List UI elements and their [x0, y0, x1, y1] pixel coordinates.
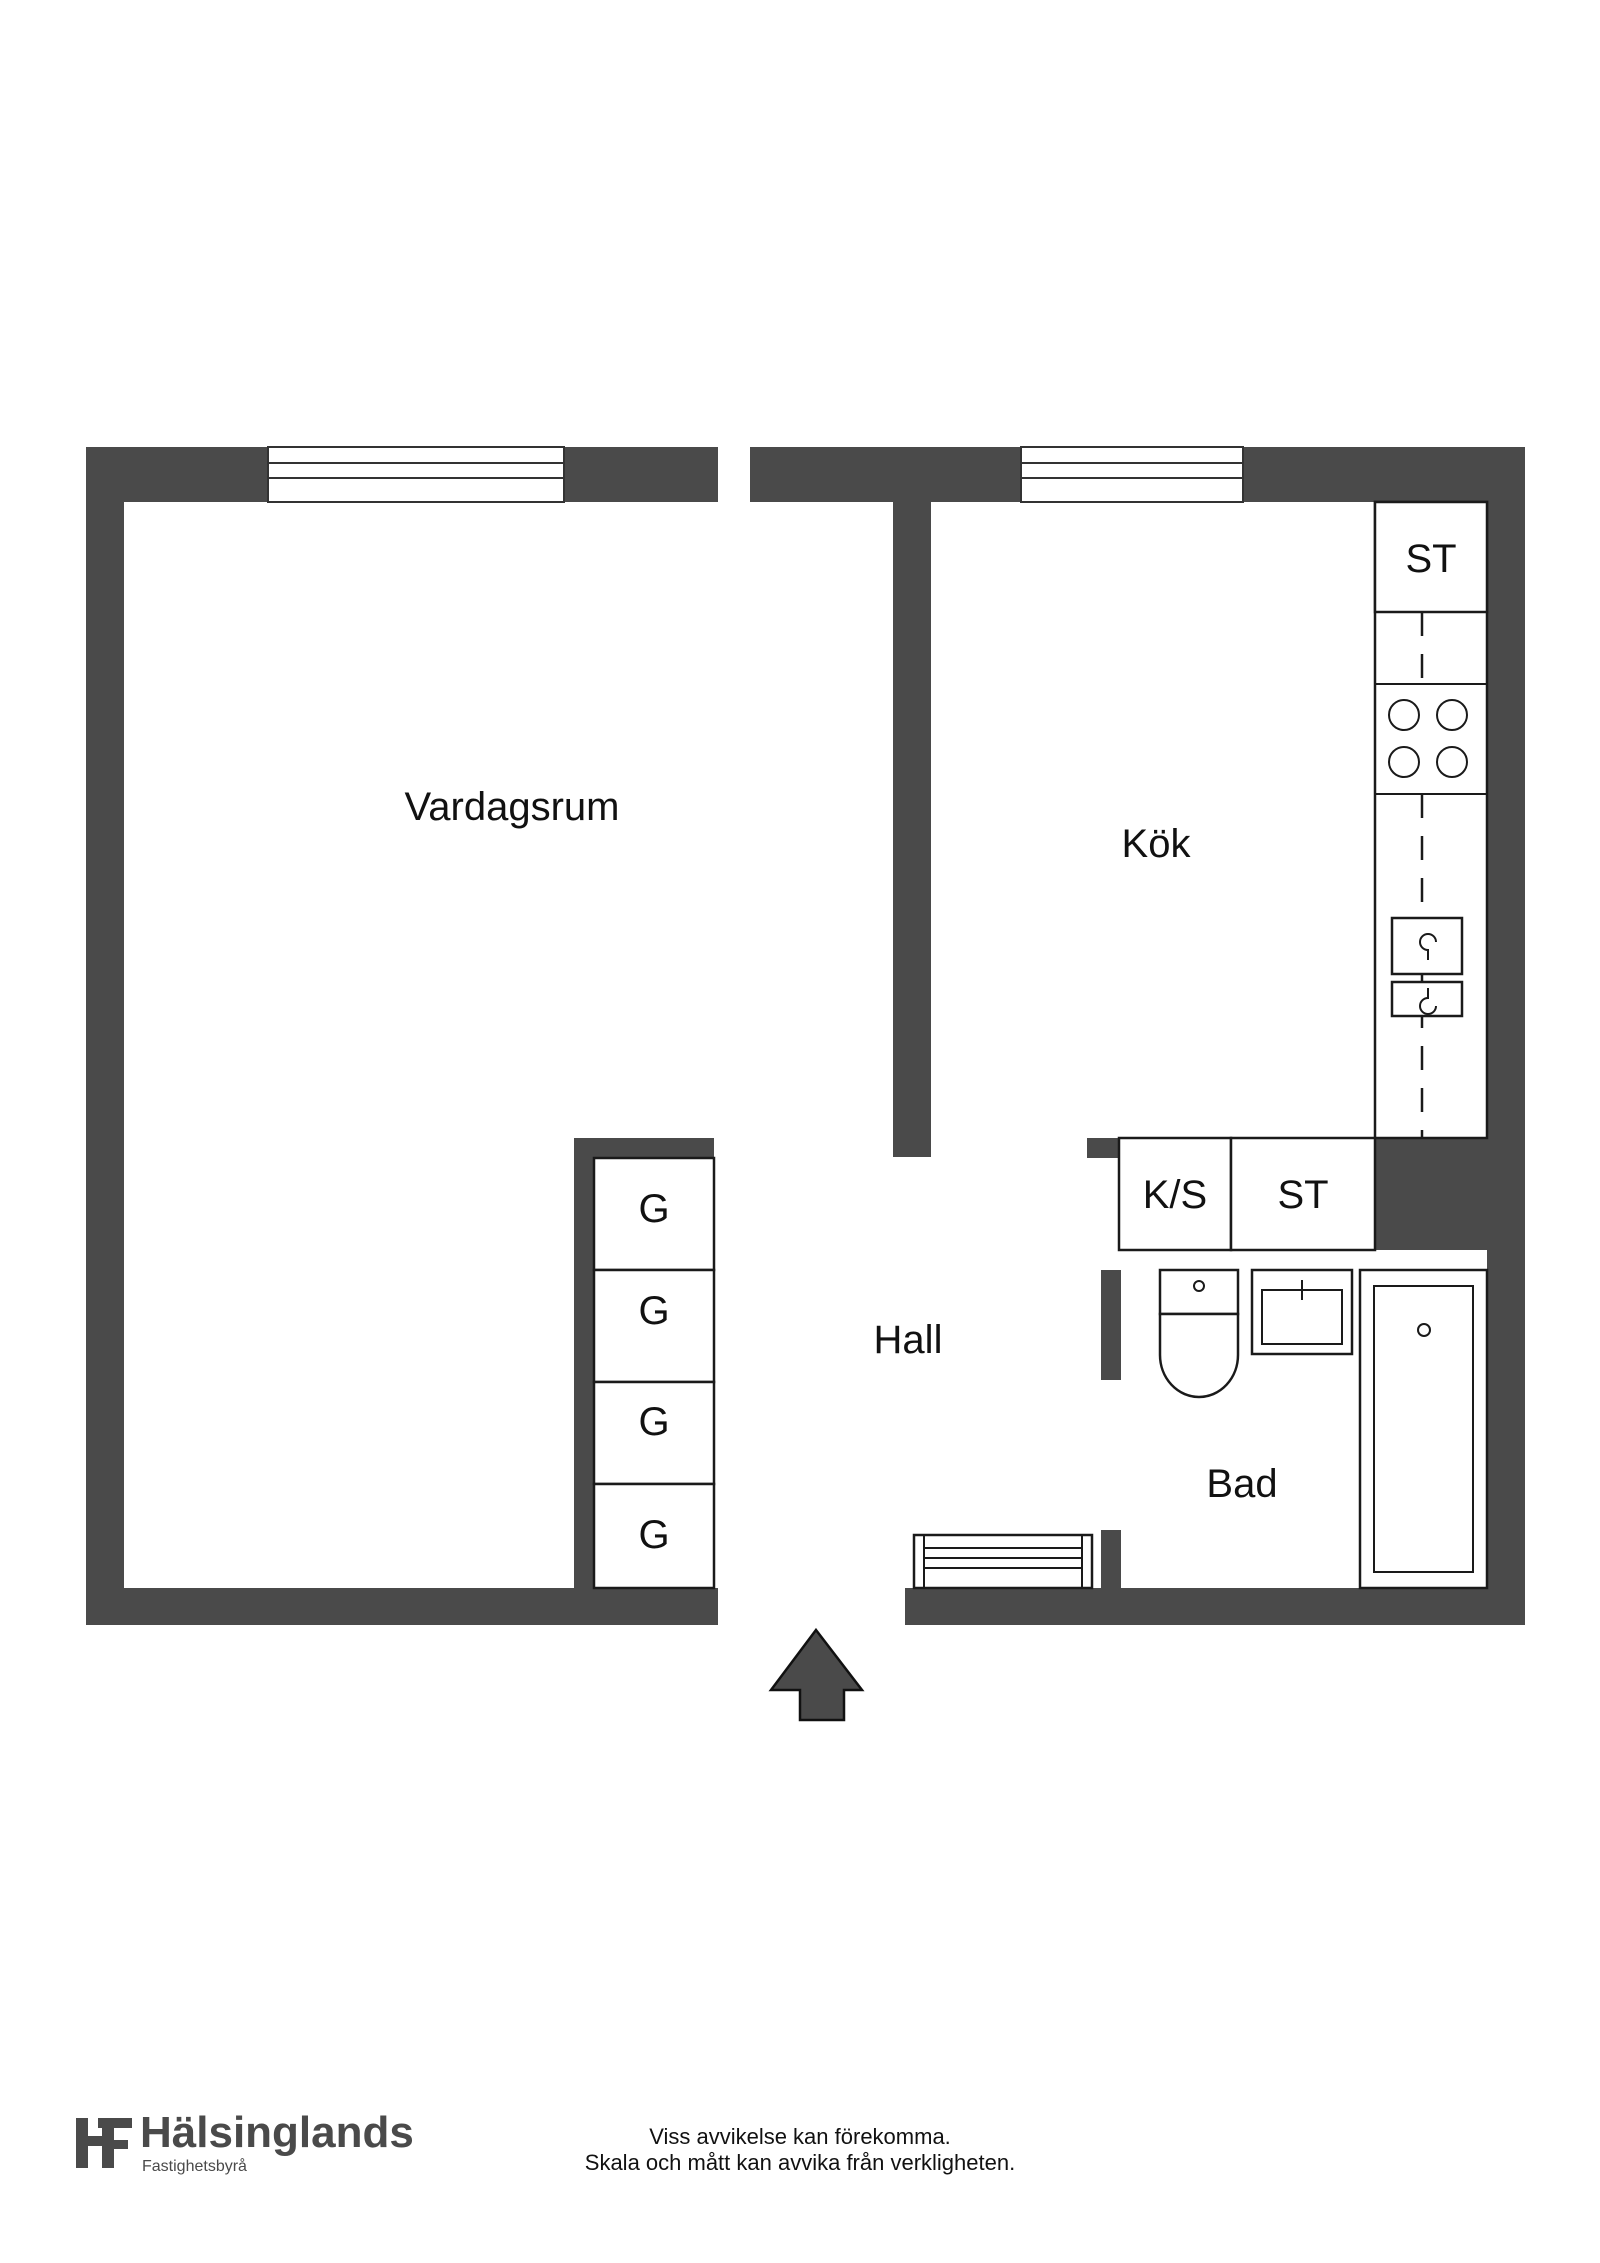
shoe-rack: [912, 1533, 1094, 1590]
wall-closet-top: [574, 1138, 714, 1158]
disclaimer-line-2: Skala och mått kan avvika från verklighe…: [584, 2150, 1016, 2175]
wall-bottom-right: [905, 1588, 1525, 1625]
wall-closet-left: [574, 1138, 594, 1588]
wall-left: [86, 447, 124, 1625]
wall-stub-ks: [1087, 1138, 1119, 1158]
kitchen-sink-icon: [1390, 916, 1464, 1018]
wall-kitchen-corner: [1375, 1138, 1487, 1250]
kitchen-counter: [1373, 500, 1489, 1140]
room-label-bad: Bad: [1206, 1462, 1277, 1506]
stove-icon: [1388, 699, 1468, 778]
label-st-kitchen: ST: [1405, 537, 1456, 581]
label-ks: K/S: [1143, 1173, 1207, 1217]
bathroom-sink-icon: [1250, 1268, 1354, 1356]
label-wardrobe-3: G: [638, 1400, 669, 1444]
wall-bath-upper: [1101, 1270, 1121, 1380]
entrance-arrow-icon: [768, 1627, 865, 1722]
fridge-freezer: [1117, 1136, 1233, 1252]
cabinet-st: [1229, 1136, 1377, 1252]
room-label-hall: Hall: [874, 1318, 943, 1362]
brand-name: Hälsinglands: [140, 2108, 414, 2157]
walls: [86, 447, 1525, 1625]
wall-bottom-left: [86, 1588, 718, 1625]
brand-subtitle: Fastighetsbyrå: [142, 2158, 247, 2175]
wall-bath-lower: [1101, 1530, 1121, 1588]
window-kitchen: [1020, 446, 1244, 503]
label-st-hall: ST: [1277, 1173, 1328, 1217]
label-wardrobe-4: G: [638, 1513, 669, 1557]
room-label-kok: Kök: [1122, 822, 1192, 866]
disclaimer: Viss avvikelse kan förekomma. Skala och …: [500, 2124, 1100, 2176]
wardrobe-4: [592, 1482, 716, 1590]
brand-logo: Hälsinglands Fastighetsbyrå: [76, 2108, 416, 2182]
wardrobe-2: [592, 1268, 716, 1384]
window-living: [267, 446, 565, 503]
label-wardrobe-2: G: [638, 1289, 669, 1333]
kitchen-tall-cabinet: [1373, 500, 1489, 614]
bathtub-icon: [1358, 1268, 1489, 1590]
wardrobes: [592, 1156, 716, 1590]
label-wardrobe-1: G: [638, 1187, 669, 1231]
wardrobe-3: [592, 1380, 716, 1486]
toilet-icon: [1158, 1268, 1240, 1399]
hf-logo-icon: [76, 2118, 132, 2168]
wall-kitchen-left: [893, 502, 931, 1157]
disclaimer-line-1: Viss avvikelse kan förekomma.: [649, 2124, 951, 2149]
wall-right: [1487, 447, 1525, 1625]
room-label-vardagsrum: Vardagsrum: [405, 785, 620, 829]
